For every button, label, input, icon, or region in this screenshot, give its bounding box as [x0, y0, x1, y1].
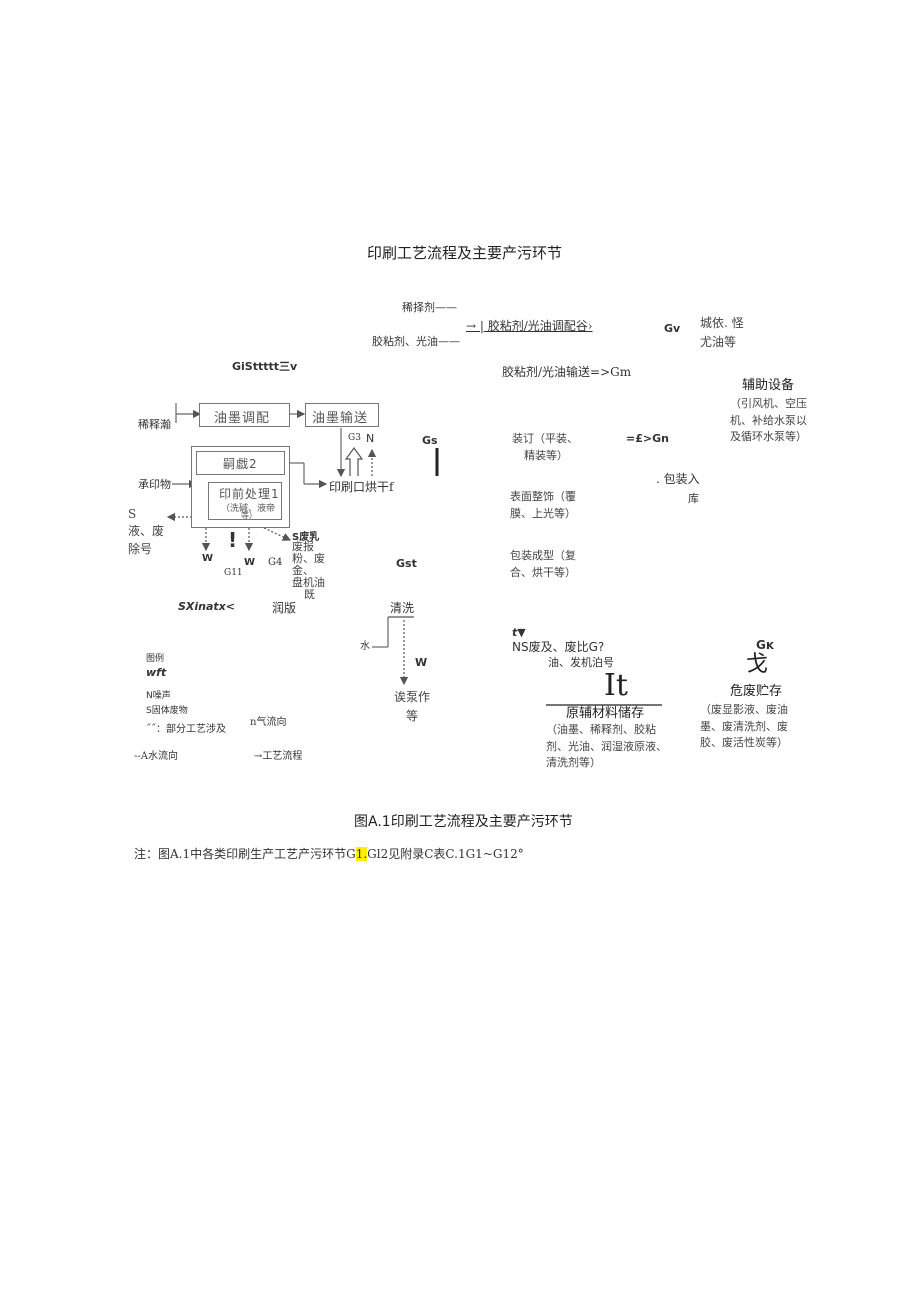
- thinner-label: 稀择剂——: [402, 301, 457, 314]
- excl-mark: !: [228, 528, 238, 552]
- haz-storage-items: （废显影液、废油 墨、废清洗剂、废 胶、废活性炭等）: [700, 703, 788, 749]
- ink-mixing-box: 油墨调配: [199, 403, 290, 427]
- oil-machine: 油、发机泊号: [548, 656, 614, 669]
- g3-label: G3: [348, 433, 361, 443]
- ns-waste: NS废及、废比G?: [512, 640, 605, 654]
- legend-water-flow: --A水流向: [134, 751, 178, 762]
- note-highlight: 1.: [355, 847, 368, 861]
- pre-treat-label: 印前处理1: [219, 487, 280, 501]
- t-arrow: t▼: [512, 626, 526, 639]
- ink-transport-box: 油墨输送: [305, 403, 379, 427]
- figure-note: 注：图A.1中各类印刷生产工艺产污环节G1.Gl2见附录C表C.1G1~G12°: [134, 847, 524, 861]
- surface-step: 表面整饰（覆 膜、上光等）: [510, 490, 576, 521]
- aux-items: （引风机、空压 机、补给水泵以 及循环水泵等）: [730, 397, 807, 443]
- pre-treat-box: 印前处理1 （洗碱、液帝 等）: [208, 482, 282, 520]
- pack-form-step: 包装成型（复 合、烘干等）: [510, 549, 576, 580]
- packaging-in: . 包装入: [656, 472, 700, 486]
- raw-storage-title: 原辅材料储存: [566, 706, 645, 721]
- legend-wft: wft: [146, 666, 167, 679]
- gv-label: Gv: [664, 322, 681, 335]
- it-label: It: [604, 668, 628, 703]
- note-prefix: 注：图A.1中各类印刷生产工艺产污环节G: [134, 847, 356, 861]
- gas-arrow-up: [344, 446, 364, 476]
- g4-label: G4: [268, 557, 283, 568]
- raw-storage-items: （油墨、稀释剂、胶粘 剂、光油、润湿液原液、 清洗剂等）: [546, 723, 667, 769]
- thinner-in-label: 稀释瀚: [138, 418, 171, 431]
- legend-title: 图例: [146, 654, 165, 664]
- legend-partial: ˝˝：部分工艺涉及: [146, 724, 226, 735]
- substrate-label: 承印物: [138, 478, 171, 491]
- gk-label: Gĸ: [756, 638, 774, 652]
- sx-label: SXinatx<: [178, 600, 235, 613]
- prep-box: 嗣戯2: [196, 451, 285, 475]
- gst-label: Gst: [396, 557, 417, 570]
- ink-transport-label: 油墨输送: [312, 411, 369, 426]
- pre-treat-sub: （洗碱、液帝: [221, 504, 276, 514]
- haz-storage-title: 危废贮存: [730, 684, 783, 699]
- solid-waste-right-head: S废乳: [292, 532, 320, 543]
- gi-label: GiSttttt三v: [232, 360, 298, 373]
- water-label: 水: [360, 641, 370, 652]
- note-suffix: Gl2见附录C表C.1G1~G12°: [367, 847, 524, 861]
- g11-label: G11: [224, 568, 243, 578]
- solid-waste-right: 废报 粉、废 金、 盘机油 既: [292, 540, 325, 602]
- page-title: 印刷工艺流程及主要产污环节: [367, 244, 563, 262]
- dust-list: 城依. 怪 尤油等: [700, 316, 744, 349]
- aux-title: 辅助设备: [742, 378, 795, 393]
- legend-process-flow: →工艺流程: [254, 751, 303, 762]
- w3-label: W: [415, 656, 428, 669]
- print-dry-label: 印刷口烘干f: [329, 480, 394, 494]
- legend-gas-flow: n气流向: [250, 717, 287, 728]
- gs-label: Gs: [422, 434, 438, 447]
- gn-label: =£>Gn: [626, 432, 669, 445]
- prep-box-label: 嗣戯2: [223, 457, 258, 471]
- n-label: N: [366, 432, 375, 445]
- ink-mixing-label: 油墨调配: [214, 411, 271, 426]
- glue-mixing: → | 胶粘剂/光油调配谷›: [466, 319, 593, 333]
- dampening-label: 润版: [272, 601, 297, 615]
- pump-label: 诶泵作 等: [394, 690, 431, 723]
- legend-solid: S固体废物: [146, 706, 188, 716]
- ge-glyph: 戈: [746, 652, 769, 677]
- binding-step: 装订（平装、 精装等）: [512, 432, 578, 463]
- legend-noise: N噪声: [146, 691, 171, 701]
- pre-treat-sub2: 等）: [241, 511, 257, 520]
- glue-transport: 胶粘剂/光油输送=>Gm: [502, 365, 632, 379]
- glue-label: 胶粘剂、光油——: [372, 335, 460, 348]
- w1-label: W: [202, 553, 214, 564]
- w2-label: W: [244, 557, 256, 568]
- figure-caption: 图A.1印刷工艺流程及主要产污环节: [354, 814, 573, 830]
- packaging-in-2: 库: [688, 492, 699, 505]
- solid-waste-left: S 液、废 除号: [128, 507, 165, 556]
- dashed-right-s: [263, 527, 292, 541]
- cleaning-label: 清洗: [390, 601, 415, 615]
